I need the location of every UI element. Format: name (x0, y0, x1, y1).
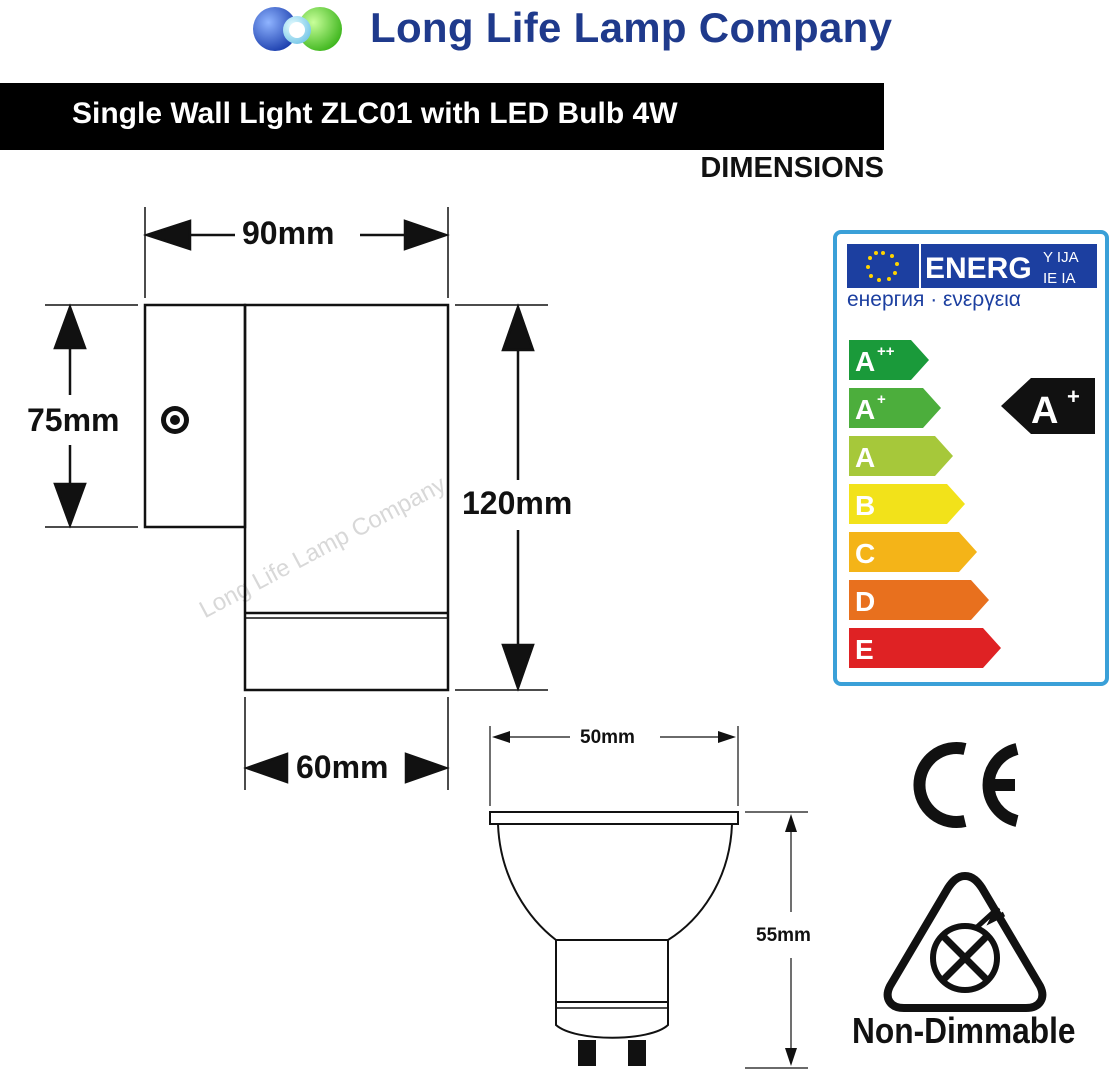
energy-class-label: A (855, 442, 875, 473)
energy-class-bar (849, 436, 953, 476)
screw-icon (161, 406, 189, 434)
bulb-base (555, 939, 669, 1003)
energy-class-sup: + (877, 391, 886, 408)
non-dimmable-icon (883, 871, 1047, 1012)
dim-body-height-label: 120mm (462, 485, 573, 521)
bulb-neck (555, 1002, 669, 1039)
dim-body-width-label: 60mm (296, 749, 389, 785)
energy-class-label: E (855, 634, 874, 665)
dim-bulb-height-label: 55mm (756, 925, 811, 946)
energy-class-bar (849, 388, 941, 428)
lamp-body (243, 303, 450, 692)
eu-flag-icon (847, 244, 919, 288)
energy-header-suffix-top: Y IJA (1043, 249, 1079, 266)
non-dimmable-label: Non-Dimmable (852, 1010, 1076, 1051)
bulb-rim (489, 811, 739, 825)
energy-class-bar (849, 532, 977, 572)
eu-stars (866, 251, 899, 282)
energy-class-sup: ++ (877, 343, 895, 360)
energy-class-bar (849, 484, 965, 524)
bulb-reflector (497, 823, 733, 941)
energy-class-label: C (855, 538, 875, 569)
energy-class-bar (849, 340, 929, 380)
energy-class-bar (849, 580, 989, 620)
dim-back-height-label: 75mm (27, 402, 120, 438)
company-logo-icon (253, 7, 342, 51)
energy-rating-label: A (1031, 390, 1058, 432)
energy-class-label: A (855, 346, 875, 377)
dimensions-heading: DIMENSIONS (700, 152, 884, 184)
energy-class-label: D (855, 586, 875, 617)
energy-rating-pointer (1001, 378, 1095, 434)
energy-header-text: ENERG (925, 252, 1032, 285)
energy-rating-sup: + (1067, 384, 1080, 409)
title-bar: Single Wall Light ZLC01 with LED Bulb 4W (0, 83, 884, 150)
energy-class-label: B (855, 490, 875, 521)
dim-width-label: 90mm (242, 215, 335, 251)
dimension-drawing (45, 207, 808, 1069)
product-title: Single Wall Light ZLC01 with LED Bulb 4W (72, 97, 678, 130)
energy-header-suffix-bottom: IE IA (1043, 270, 1076, 287)
dim-bulb-width-label: 50mm (580, 727, 635, 748)
wall-bracket (143, 303, 247, 529)
ce-mark-icon (913, 742, 1019, 828)
brand-name: Long Life Lamp Company (370, 4, 893, 51)
bulb-pins (578, 1040, 646, 1066)
energy-class-bar (849, 628, 1001, 668)
energy-class-label: A (855, 394, 875, 425)
energy-label: ENERG Y IJA IE IA енергия · ενεργεια A++… (833, 230, 1109, 686)
energy-subtitle: енергия · ενεργεια (847, 288, 1021, 311)
